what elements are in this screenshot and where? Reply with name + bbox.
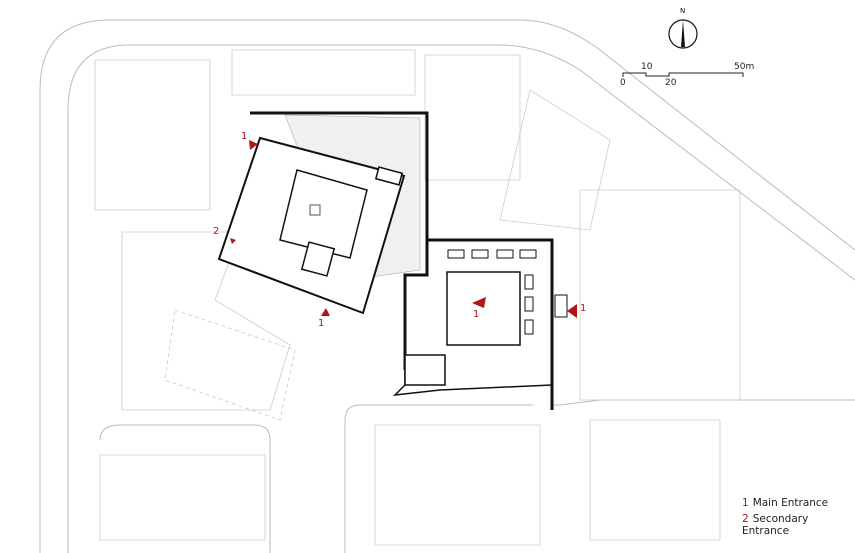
marker-label: 1 [241,131,248,142]
north-label: N [680,7,686,15]
marker-label: 1 [318,318,325,329]
marker-label: 2 [213,226,220,237]
entrance-marker [472,297,486,308]
legend-label: Main Entrance [752,497,829,509]
legend-number: 2 [742,513,749,525]
scale-bar [622,72,744,77]
marker-label: 1 [580,303,587,314]
marker-label: 1 [473,309,480,320]
scale-tick-20: 20 [665,78,677,88]
legend-label: Secondary Entrance [742,513,809,537]
entrance-marker [567,304,577,318]
entrance-markers [230,140,577,318]
scale-tick-0: 0 [620,78,626,88]
context-blocks [94,49,741,546]
legend-number: 1 [742,497,749,509]
entrance-marker [230,238,236,244]
entrance-marker [321,308,330,316]
scale-tick-10: 10 [641,62,653,72]
main-building [217,111,429,315]
entrance-marker [249,140,258,150]
context-roads [39,19,855,553]
north-arrow [668,19,698,49]
annex-building [392,238,568,410]
scale-tick-50: 50m [734,62,755,72]
